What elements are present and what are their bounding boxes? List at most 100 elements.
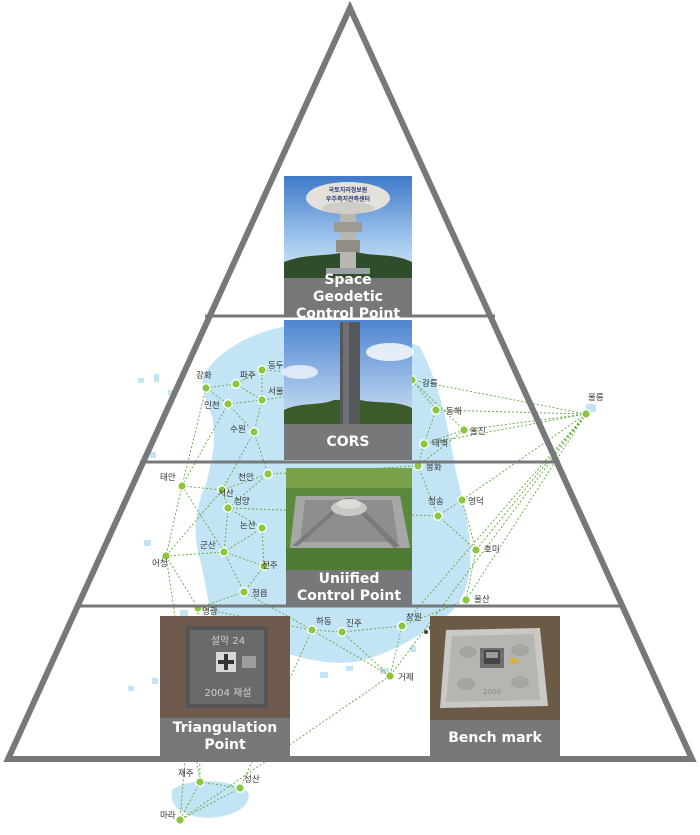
link-suwon-cheonan (253, 431, 269, 475)
link-paju-seoul (235, 383, 263, 401)
link-bonghwa-uljin (417, 429, 465, 467)
link-jeongeup-hadong (243, 591, 313, 631)
link-jeonju-jeongeup (243, 565, 265, 593)
city-label-jinju: 진주 (346, 618, 362, 629)
node-dot (224, 504, 232, 512)
city-label-geoje: 거제 (398, 673, 414, 683)
link-ulleung-homi (475, 413, 587, 551)
city-label-homi: 호미 (484, 545, 500, 555)
link-seosan-eocheong (165, 489, 223, 557)
link-incheon-seoul (227, 399, 263, 405)
city-node-cheongsong: 청송 (428, 497, 444, 521)
triangulation-caption-line1: Triangulation (172, 720, 278, 736)
link-taebaek-uljin (423, 429, 465, 445)
city-label-uljin: 울진 (470, 426, 486, 437)
link-donghae-gangneung (411, 379, 437, 411)
city-label-yeonggwang: 영광 (202, 606, 218, 617)
unified-caption-line2: Control Point (296, 588, 402, 604)
bench-mark-caption-label: Bench mark (448, 729, 542, 746)
city-label-seosan: 서산 (218, 488, 234, 499)
node-dot (178, 482, 186, 490)
node-dot (264, 470, 272, 478)
link-ulleung-gangneung (411, 379, 587, 415)
node-dot (582, 410, 590, 418)
node-dot (414, 462, 422, 470)
city-node-taean: 태안 (160, 472, 187, 491)
link-changwon-ulsan (401, 599, 467, 627)
link-gunsan-jeonju (223, 551, 265, 567)
city-label-taebaek: 태백 (432, 438, 448, 449)
link-yeonggwang-mara (179, 607, 199, 821)
city-node-ulsan: 울산 (461, 594, 490, 605)
city-label-bonghwa: 봉화 (426, 463, 442, 473)
node-dot (240, 588, 248, 596)
observatory-sign-line2: 우주측지관측센터 (326, 195, 370, 203)
jeju-island (171, 781, 249, 818)
link-ganghwa-paju (205, 383, 237, 389)
city-label-ulsan: 울산 (474, 594, 490, 605)
link-ulleung-changwon (401, 413, 587, 627)
city-node-hadong: 하동 (307, 616, 332, 635)
city-label-jeonju: 전주 (262, 560, 278, 571)
link-ganghwa-taean (181, 387, 207, 487)
city-node-jeongeup: 정읍 (239, 587, 268, 599)
unified-control-point-photo (286, 468, 412, 570)
link-ulleung-yeongdeok (461, 413, 587, 501)
city-node-donghae: 동해 (431, 405, 462, 417)
node-dot (260, 562, 268, 570)
link-eocheong-gunsan (165, 551, 225, 557)
city-label-taean: 태안 (160, 472, 176, 483)
link-hadong-geoje (311, 629, 391, 677)
city-label-changwon: 창원 (406, 613, 422, 623)
link-homi-yeongdeok (461, 499, 477, 551)
city-node-jeju: 제주 (178, 769, 205, 787)
city-node-paju: 파주 (231, 371, 256, 389)
node-dot (432, 406, 440, 414)
city-node-homi: 호미 (471, 545, 500, 555)
link-geoje-mara (179, 675, 391, 821)
city-node-dongdu: 동두 (257, 361, 284, 375)
city-label-hadong: 하동 (316, 616, 332, 627)
link-cheongyang-nonsan (227, 507, 263, 529)
link-hadong-jinju (311, 629, 343, 633)
city-label-cheongyang: 청양 (234, 496, 250, 507)
city-node-jinju: 진주 (337, 618, 362, 637)
link-taean-seosan (181, 485, 223, 491)
link-gangneung-uljin (411, 379, 465, 431)
node-dot (420, 440, 428, 448)
triangulation-point-caption: Triangulation Point (160, 718, 290, 756)
link-jeju-seongsan (199, 781, 241, 789)
link-cheongyang-gunsan (223, 507, 229, 553)
bench-mark-caption: Bench mark (430, 720, 560, 756)
triangulation-plate-bottom: 2004 재설 (204, 687, 251, 699)
space-geodetic-caption-line1: Space Geodetic (313, 271, 383, 305)
node-dot (236, 784, 244, 792)
city-label-eocheong: 어청 (152, 558, 168, 569)
city-node-jeonju: 전주 (259, 560, 278, 571)
node-dot (162, 552, 170, 560)
city-node-mara: 마라 (160, 811, 185, 825)
city-node-nonsan: 논산 (240, 520, 267, 533)
link-cheongsong-homi (437, 515, 477, 551)
cors-photo (282, 320, 414, 424)
city-label-dongdu: 동두 (268, 361, 284, 371)
space-geodetic-photo: 국토지리정보원 우주측지관측센터 (284, 176, 412, 278)
city-node-taebaek: 태백 (419, 438, 448, 449)
node-dot (250, 428, 258, 436)
city-label-jeju: 제주 (178, 769, 194, 779)
link-cheongsong-bonghwa (417, 465, 439, 517)
node-dot (232, 380, 240, 388)
node-dot (338, 628, 346, 636)
node-dot (220, 548, 228, 556)
link-taean-eocheong (165, 485, 183, 557)
link-seosan-cheonan (221, 473, 269, 491)
bench-mark-photo: 2000 (430, 616, 560, 720)
pyramid-frame (3, 0, 697, 762)
observatory-sign-line1: 국토지리정보원 (329, 186, 368, 194)
cors-caption-label: CORS (326, 433, 370, 450)
city-label-cheongsong: 청송 (428, 497, 444, 507)
node-dot (472, 546, 480, 554)
